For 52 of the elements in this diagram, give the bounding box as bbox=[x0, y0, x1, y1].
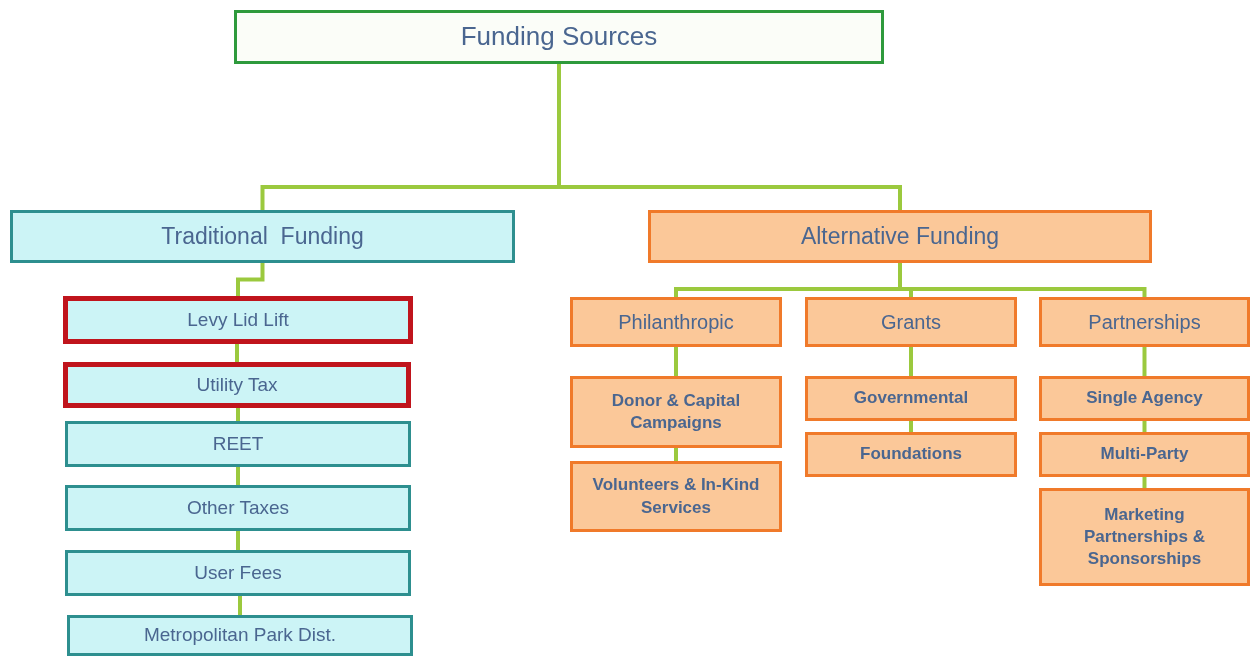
category-box bbox=[63, 362, 411, 408]
box-label: Other Taxes bbox=[186, 495, 290, 520]
category-box bbox=[10, 210, 515, 263]
category-box bbox=[63, 296, 413, 344]
box-label: Alternative Funding bbox=[800, 221, 1000, 251]
category-box bbox=[65, 421, 411, 467]
box-label: Marketing Partnerships & Sponsorships bbox=[1083, 503, 1206, 571]
category-box bbox=[1039, 432, 1250, 477]
category-box bbox=[648, 210, 1152, 263]
box-label: User Fees bbox=[194, 560, 282, 585]
root-box bbox=[234, 10, 884, 64]
connector-line bbox=[236, 408, 240, 421]
box-label: Metropolitan Park Dist. bbox=[143, 623, 337, 648]
box-label: Multi-Party bbox=[1100, 443, 1189, 466]
box-label: REET bbox=[212, 431, 264, 456]
box-label: Foundations bbox=[860, 443, 962, 466]
category-box bbox=[805, 376, 1017, 421]
connector-line bbox=[236, 531, 240, 550]
box-label: Single Agency bbox=[1086, 387, 1203, 410]
category-box bbox=[805, 432, 1017, 477]
connector-line bbox=[238, 596, 242, 615]
category-box bbox=[65, 485, 411, 531]
connector-line bbox=[909, 421, 913, 432]
connector-line bbox=[1142, 421, 1147, 432]
box-label: Philanthropic bbox=[618, 310, 734, 335]
category-box bbox=[65, 550, 411, 596]
box-label: Partnerships bbox=[1088, 310, 1201, 335]
box-label: Utility Tax bbox=[196, 372, 278, 397]
box-label: Donor & Capital Campaigns bbox=[610, 389, 742, 434]
connector-line bbox=[236, 263, 265, 296]
box-label: Levy Lid Lift bbox=[187, 307, 289, 332]
category-box bbox=[570, 297, 782, 347]
category-box bbox=[805, 297, 1017, 347]
category-box bbox=[570, 461, 782, 532]
connector-line bbox=[1142, 477, 1147, 488]
category-box bbox=[1039, 488, 1250, 586]
category-box bbox=[67, 615, 413, 656]
category-box bbox=[1039, 376, 1250, 421]
connector-line bbox=[1142, 347, 1147, 376]
connector-line bbox=[557, 64, 902, 210]
connector-line bbox=[674, 347, 678, 376]
connector-line bbox=[909, 347, 913, 376]
connector-line bbox=[236, 467, 240, 485]
category-box bbox=[570, 376, 782, 448]
box-label: Volunteers & In-Kind Services bbox=[591, 474, 761, 519]
category-box bbox=[1039, 297, 1250, 347]
connector-line bbox=[235, 344, 239, 362]
connector-line bbox=[674, 448, 678, 461]
box-label: Governmental bbox=[853, 387, 969, 410]
box-label: Traditional Funding bbox=[161, 221, 364, 251]
box-label: Funding Sources bbox=[460, 20, 658, 54]
box-label: Grants bbox=[881, 310, 941, 335]
